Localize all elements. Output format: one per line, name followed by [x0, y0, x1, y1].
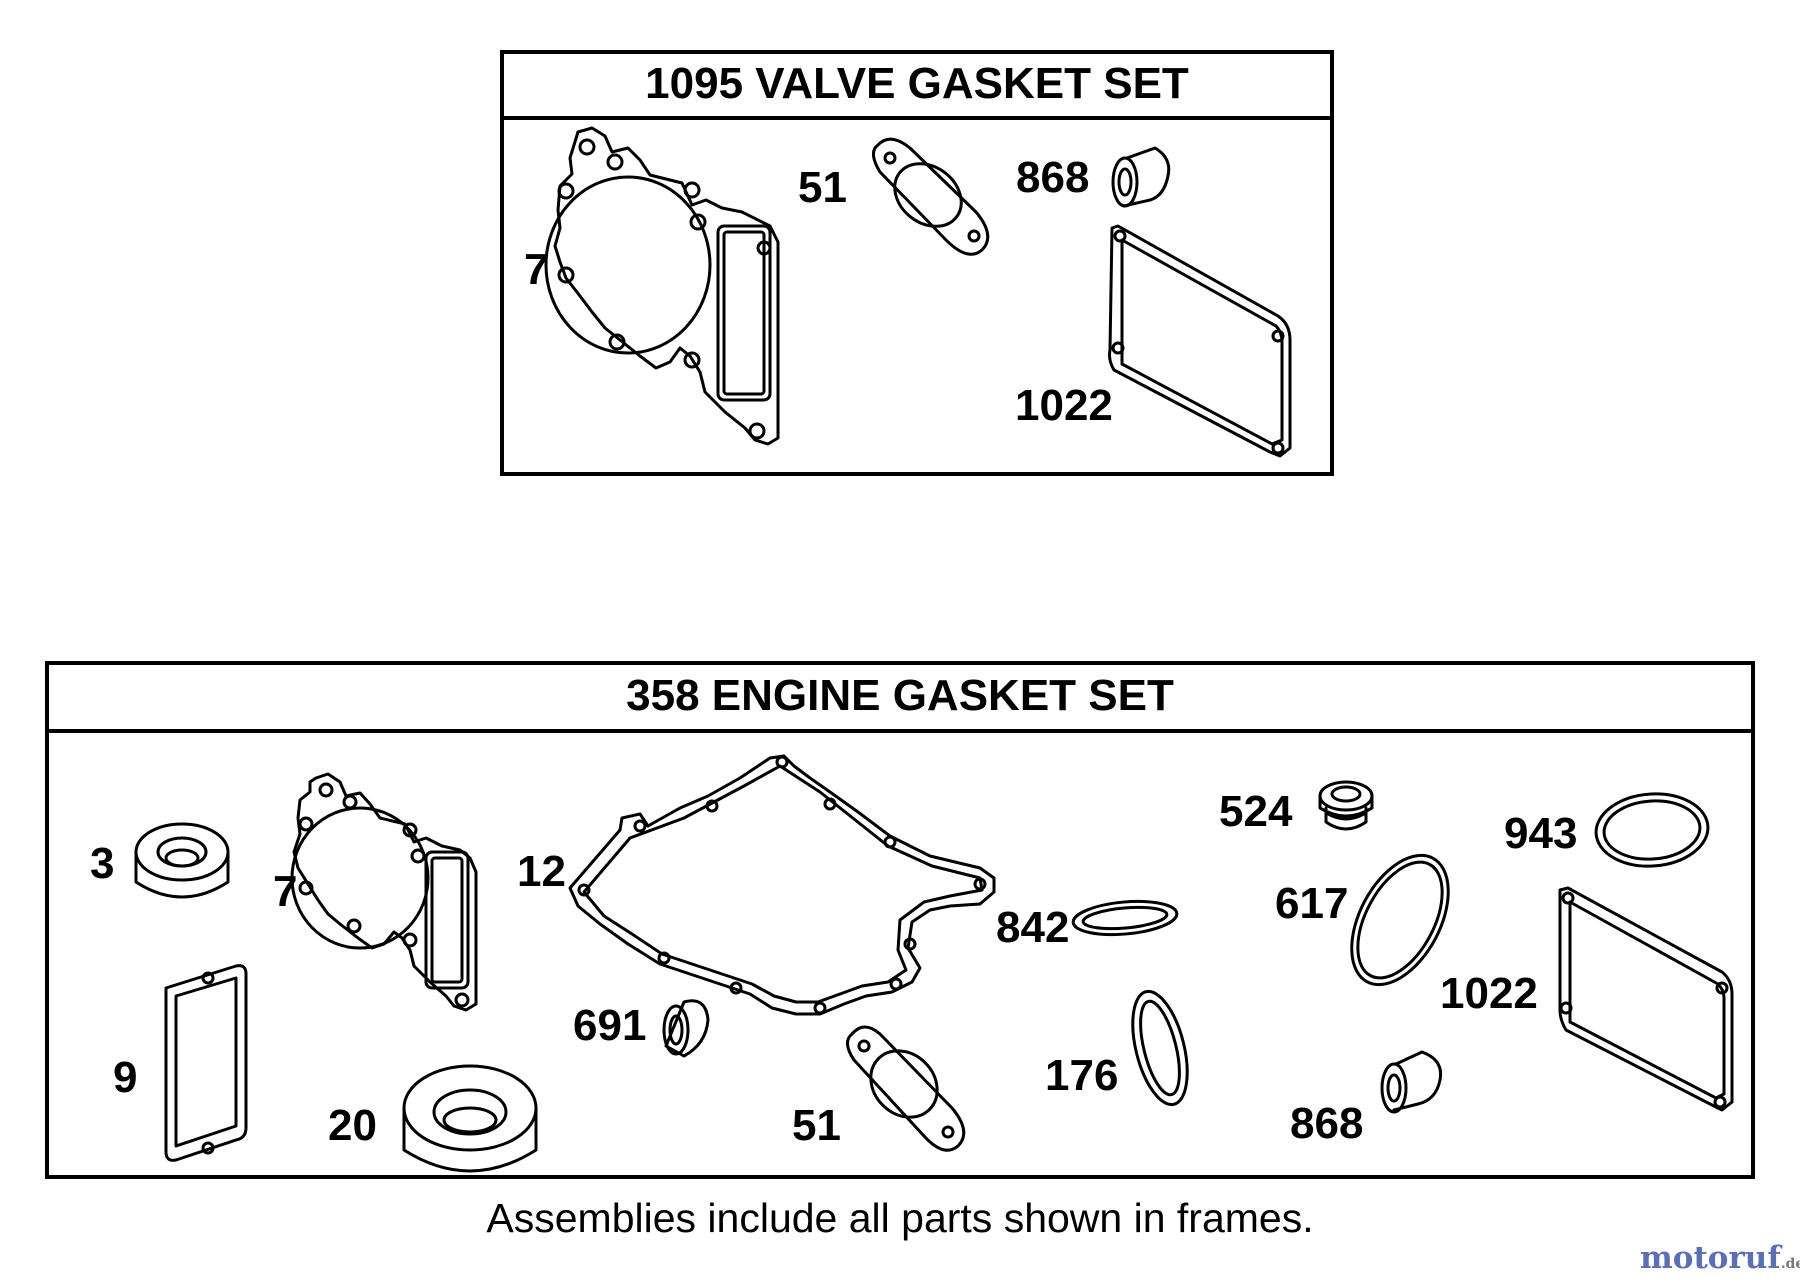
- part-label: 868: [1290, 1099, 1364, 1148]
- engine-gasket-set-frame: 358 ENGINE GASKET SET: [45, 661, 1755, 1179]
- part-label: 524: [1219, 787, 1293, 836]
- part-label: 842: [996, 903, 1070, 952]
- part-label: 868: [1016, 153, 1090, 202]
- valve-gasket-set-title: 1095 VALVE GASKET SET: [504, 54, 1330, 120]
- part-617-o-ring: [1350, 853, 1450, 987]
- part-51-flange-gasket: [872, 137, 990, 256]
- part-943-o-ring: [1594, 792, 1710, 868]
- part-51-flange-gasket: [846, 1025, 966, 1152]
- part-label: 12: [517, 847, 566, 896]
- part-176-o-ring: [1131, 989, 1189, 1107]
- part-label: 7: [524, 245, 549, 294]
- watermark-tld: .de: [1780, 1256, 1800, 1272]
- part-label: 51: [798, 163, 847, 212]
- part-label: 51: [792, 1101, 841, 1150]
- part-1022-cover-gasket: [1108, 224, 1292, 458]
- engine-gasket-set-title: 358 ENGINE GASKET SET: [49, 665, 1751, 733]
- part-1022-cover-gasket: [1558, 886, 1734, 1112]
- part-20-seal: [402, 1064, 538, 1173]
- part-label: 20: [328, 1101, 377, 1150]
- part-9-gasket: [164, 964, 248, 1162]
- part-label: 617: [1275, 879, 1349, 928]
- part-3-seal: [134, 822, 230, 899]
- part-label: 176: [1045, 1051, 1119, 1100]
- watermark-logo: motoruf.de: [1640, 1243, 1800, 1274]
- watermark-name: motoruf: [1640, 1240, 1781, 1276]
- part-7-head-gasket: [290, 772, 478, 1012]
- part-label: 691: [573, 1001, 647, 1050]
- part-868-seal: [1111, 146, 1171, 208]
- part-label: 9: [113, 1053, 138, 1102]
- part-12-crankcase-gasket: [568, 754, 996, 1016]
- part-868-seal: [1380, 1050, 1443, 1114]
- part-524-plug: [1318, 780, 1374, 831]
- part-label: 7: [273, 867, 298, 916]
- part-7-head-gasket: [544, 126, 780, 446]
- part-691-seal: [662, 999, 710, 1058]
- part-label: 3: [90, 839, 115, 888]
- part-label: 1022: [1015, 381, 1113, 430]
- valve-gasket-set-frame: 1095 VALVE GASKET SET: [500, 50, 1334, 476]
- part-label: 943: [1504, 809, 1578, 858]
- part-842-o-ring: [1071, 899, 1179, 937]
- part-label: 1022: [1440, 969, 1538, 1018]
- footnote: Assemblies include all parts shown in fr…: [486, 1195, 1314, 1241]
